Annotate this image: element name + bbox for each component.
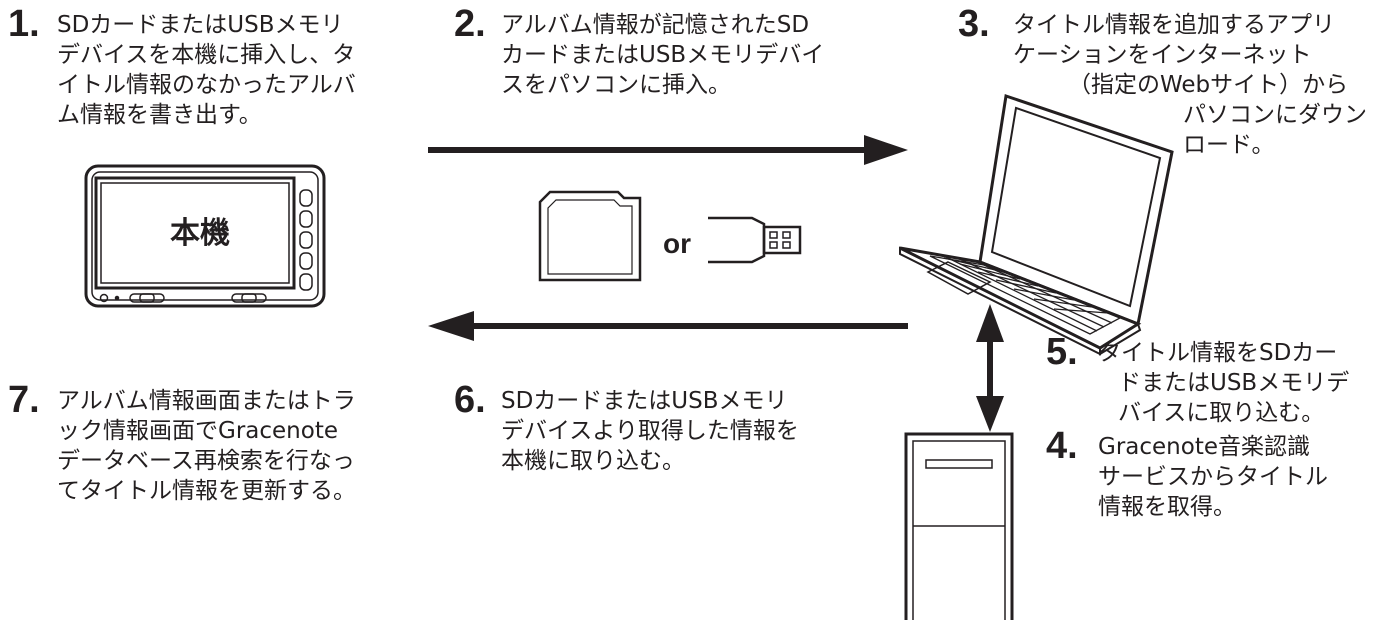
step-3-line: ケーションをインターネット <box>1013 42 1312 68</box>
step-2-line: アルバム情報が記憶されたSD <box>501 12 810 38</box>
step-7: 7. アルバム情報画面またはトラ ック情報画面でGracenote データベース… <box>8 380 356 506</box>
arrow-to-pc <box>428 135 908 165</box>
head-unit-illustration: 本機 <box>84 164 326 308</box>
step-6: 6. SDカードまたはUSBメモリ デバイスより取得した情報を 本機に取り込む。 <box>454 380 799 476</box>
or-label: or <box>663 228 691 259</box>
step-7-line: ック情報画面でGracenote <box>57 418 338 444</box>
arrow-to-head-unit <box>428 311 908 341</box>
step-4-line: Gracenote音楽認識 <box>1098 434 1310 460</box>
sd-card-icon <box>538 190 642 282</box>
step-6-line: SDカードまたはUSBメモリ <box>501 388 788 414</box>
step-7-line: データベース再検索を行なっ <box>57 448 355 474</box>
step-1: 1. SDカードまたはUSBメモリ デバイスを本機に挿入し、タ イトル情報のなか… <box>8 4 356 130</box>
keyboard <box>929 255 1122 335</box>
step-1-line: イトル情報のなかったアルバ <box>57 72 356 98</box>
step-5-line: ドまたはUSBメモリデ <box>1118 370 1350 396</box>
step-4-line: 情報を取得。 <box>1098 494 1236 520</box>
step-6-line: 本機に取り込む。 <box>501 448 685 474</box>
step-1-line: デバイスを本機に挿入し、タ <box>57 42 356 68</box>
step-3-line: パソコンにダウン <box>1183 102 1367 128</box>
usb-memory-icon <box>708 216 802 264</box>
step-3-line: ロード。 <box>1183 132 1275 158</box>
step-1-line: SDカードまたはUSBメモリ <box>57 12 344 38</box>
step-7-line: てタイトル情報を更新する。 <box>57 478 356 504</box>
step-3-line: （指定のWebサイト）から <box>1068 72 1349 98</box>
step-4-text: Gracenote音楽認識 サービスからタイトル 情報を取得。 <box>1098 432 1328 522</box>
head-unit-side-buttons <box>299 189 313 291</box>
touchpad <box>926 261 992 295</box>
step-1-text: SDカードまたはUSBメモリ デバイスを本機に挿入し、タ イトル情報のなかったア… <box>57 10 356 130</box>
step-7-text: アルバム情報画面またはトラ ック情報画面でGracenote データベース再検索… <box>57 386 356 506</box>
step-3-number: 3. <box>958 3 990 45</box>
step-7-line: アルバム情報画面またはトラ <box>57 388 356 414</box>
step-5-number: 5. <box>1046 331 1078 373</box>
step-6-text: SDカードまたはUSBメモリ デバイスより取得した情報を 本機に取り込む。 <box>501 386 799 476</box>
step-3-line: タイトル情報を追加するアプリ <box>1013 12 1335 38</box>
step-7-number: 7. <box>8 379 40 421</box>
step-2-line: スをパソコンに挿入。 <box>501 72 731 98</box>
step-1-line: ム情報を書き出す。 <box>57 102 262 128</box>
head-unit-bottom-buttons <box>99 293 267 303</box>
step-2: 2. アルバム情報が記憶されたSD カードまたはUSBメモリデバイ スをパソコン… <box>454 4 824 100</box>
step-5: 5. タイトル情報をSDカー ドまたはUSBメモリデ バイスに取り込む。 <box>1046 332 1349 428</box>
server-illustration <box>904 432 1014 620</box>
step-4-line: サービスからタイトル <box>1098 464 1328 490</box>
step-5-text: タイトル情報をSDカー ドまたはUSBメモリデ バイスに取り込む。 <box>1098 338 1349 428</box>
step-3-text: タイトル情報を追加するアプリ ケーションをインターネット （指定のWebサイト）… <box>958 10 1392 170</box>
step-2-line: カードまたはUSBメモリデバイ <box>501 42 825 68</box>
arrow-pc-server <box>976 304 1004 432</box>
unit-label: 本機 <box>170 216 230 251</box>
step-1-number: 1. <box>8 3 40 45</box>
step-2-number: 2. <box>454 3 486 45</box>
step-5-line: タイトル情報をSDカー <box>1098 340 1338 366</box>
step-4: 4. Gracenote音楽認識 サービスからタイトル 情報を取得。 <box>1046 426 1328 522</box>
step-4-number: 4. <box>1046 425 1078 467</box>
step-6-line: デバイスより取得した情報を <box>501 418 799 444</box>
step-6-number: 6. <box>454 379 486 421</box>
step-2-text: アルバム情報が記憶されたSD カードまたはUSBメモリデバイ スをパソコンに挿入… <box>501 10 824 100</box>
step-5-line: バイスに取り込む。 <box>1118 400 1325 426</box>
laptop-illustration <box>899 94 1174 356</box>
step-3: 3. タイトル情報を追加するアプリ ケーションをインターネット （指定のWebサ… <box>958 4 1392 170</box>
